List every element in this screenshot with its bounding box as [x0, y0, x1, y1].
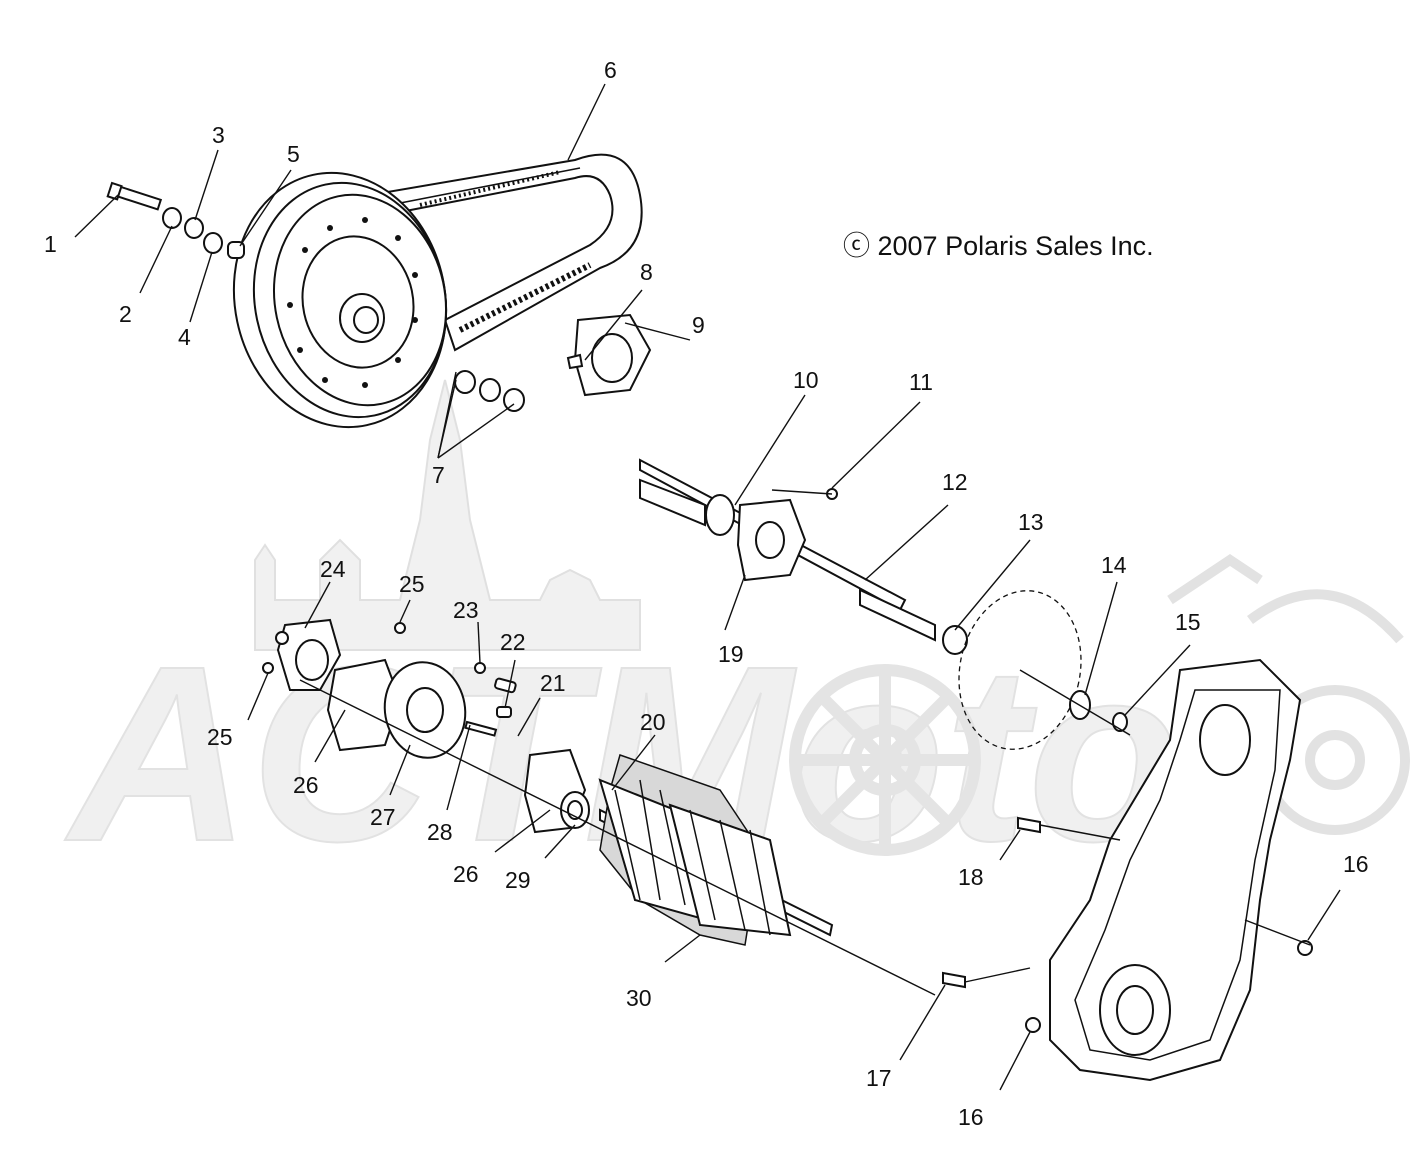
callout-9: 9 [692, 312, 705, 338]
callout-25b: 25 [207, 724, 233, 750]
callout-6: 6 [604, 57, 617, 83]
callout-12: 12 [942, 469, 968, 495]
callout-7: 7 [432, 462, 445, 488]
ring-13 [942, 625, 968, 655]
bolt-8 [566, 353, 584, 370]
drive-sheave [232, 171, 448, 429]
bearing-flange-9 [573, 313, 652, 397]
pin-28 [464, 720, 498, 737]
callout-29: 29 [505, 867, 531, 893]
callout-30: 30 [626, 985, 652, 1011]
callout-14: 14 [1101, 552, 1127, 578]
callout-5: 5 [287, 141, 300, 167]
callout-1: 1 [44, 231, 57, 257]
nut-25a [394, 622, 406, 634]
callout-20: 20 [640, 709, 666, 735]
callout-21: 21 [540, 670, 566, 696]
chaincase-housing [1049, 658, 1302, 1082]
callout-16b: 16 [958, 1104, 984, 1130]
callout-24: 24 [320, 556, 346, 582]
bearing-29 [560, 791, 590, 829]
bolt-17 [942, 971, 966, 989]
callout-17: 17 [866, 1065, 892, 1091]
leader-lines [74, 83, 1341, 1091]
pin-22 [496, 706, 512, 718]
nut-16b [1025, 1017, 1041, 1033]
washer-2 [162, 207, 182, 229]
callout-13: 13 [1018, 509, 1044, 535]
nut-23 [474, 662, 486, 674]
sprocket-outline [958, 590, 1082, 750]
bolt-1 [106, 181, 163, 211]
gasket-26a [326, 658, 402, 752]
callout-19: 19 [718, 641, 744, 667]
callout-23: 23 [453, 597, 479, 623]
callout-25a: 25 [399, 571, 425, 597]
callout-26b: 26 [453, 861, 479, 887]
watermark-skyline-icon [254, 379, 641, 651]
callout-18: 18 [958, 864, 984, 890]
callout-labels: 1 2 3 4 5 6 7 8 9 10 11 12 13 14 15 16 1… [44, 57, 1369, 1130]
plate-27 [383, 661, 467, 759]
callout-26a: 26 [293, 772, 319, 798]
callout-28: 28 [427, 819, 453, 845]
callout-11: 11 [909, 369, 933, 395]
callout-10: 10 [793, 367, 819, 393]
bolt-18 [1017, 816, 1041, 834]
drive-belt [368, 153, 643, 352]
bearing-flange-19 [736, 498, 807, 582]
grease-fitting [275, 631, 289, 645]
washer-3 [184, 217, 204, 239]
callout-8: 8 [640, 259, 653, 285]
watermark-wheel-icon [789, 664, 981, 856]
watermark: ACTMoto [63, 379, 1410, 894]
drive-shaft-30 [598, 754, 834, 946]
bearing-10 [705, 494, 735, 536]
washer-4 [203, 232, 223, 254]
callout-22: 22 [500, 629, 526, 655]
callout-16a: 16 [1343, 851, 1369, 877]
callout-2: 2 [119, 301, 132, 327]
copyright-text: ⓒ 2007 Polaris Sales Inc. [843, 231, 1154, 261]
callout-4: 4 [178, 324, 191, 350]
nut-25b [262, 662, 274, 674]
callout-27: 27 [370, 804, 396, 830]
callout-3: 3 [212, 122, 225, 148]
callout-15: 15 [1175, 609, 1201, 635]
